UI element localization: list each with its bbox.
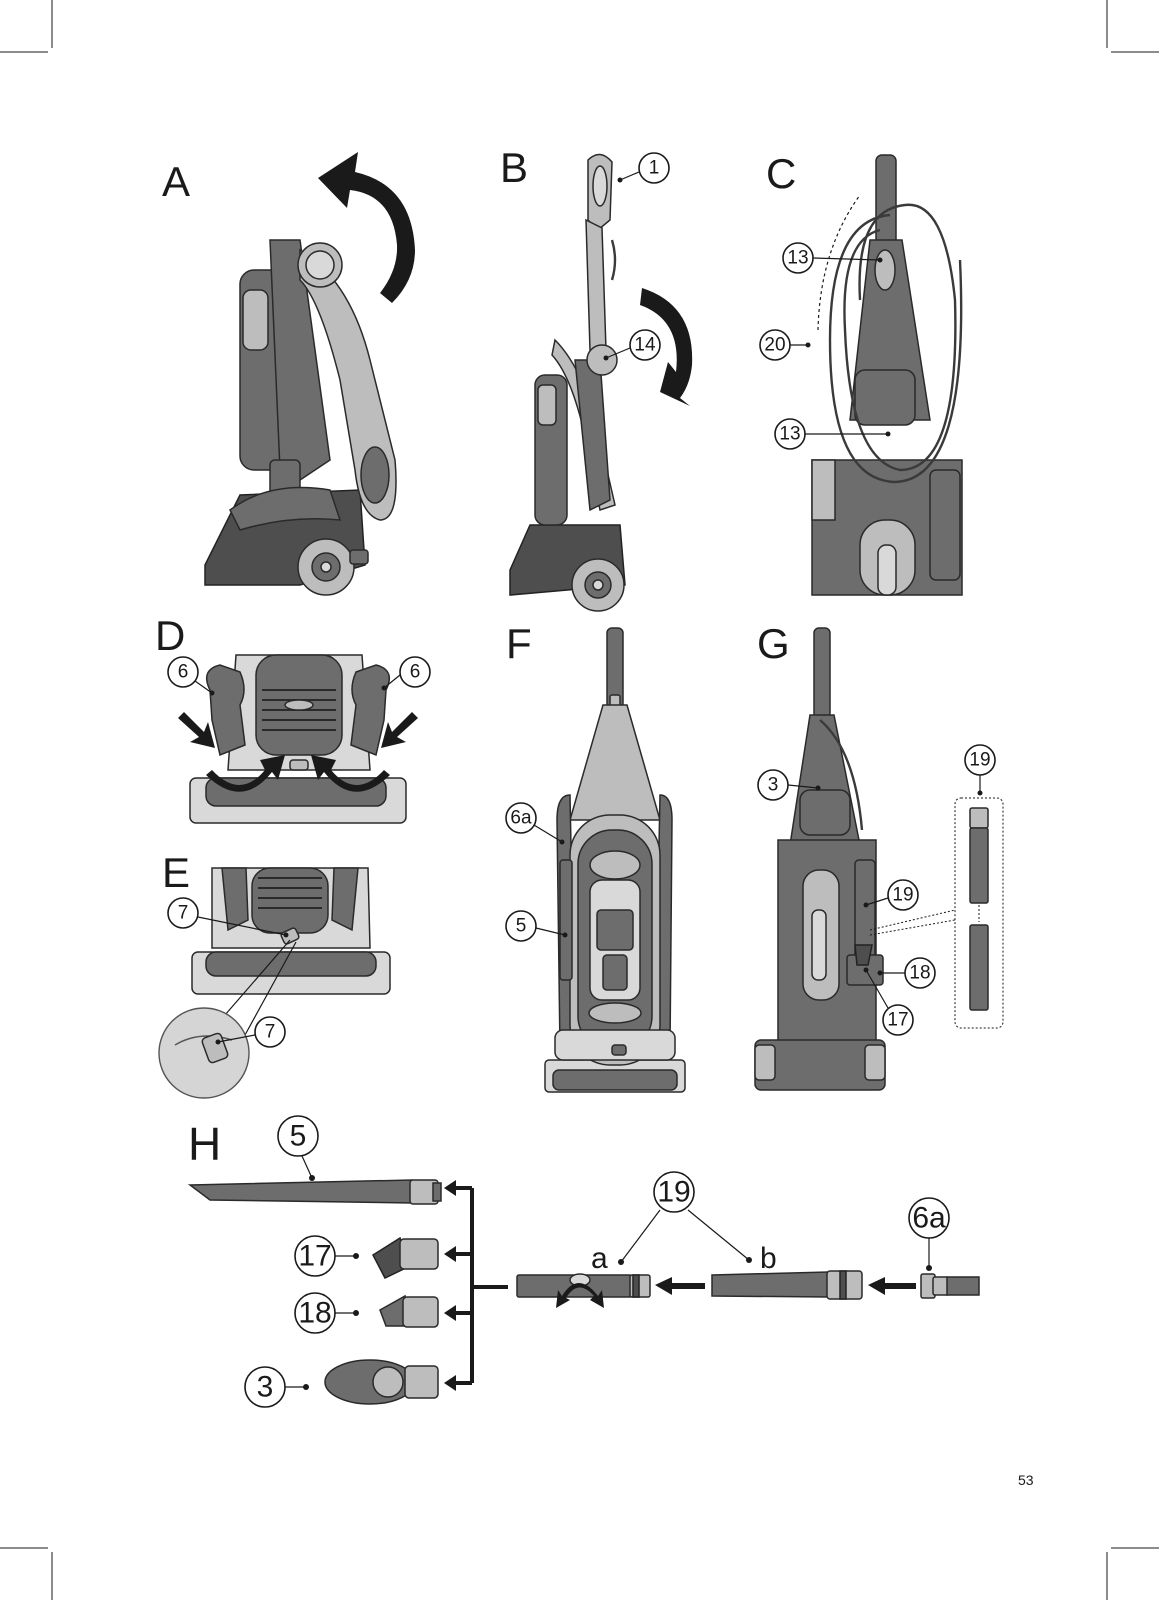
- svg-text:6: 6: [178, 662, 189, 683]
- callout-h-17: 17: [294, 1235, 359, 1277]
- rotate-arrow-a: [318, 152, 415, 303]
- turbo-brush: [324, 1359, 439, 1405]
- callout-f-6a: 6a: [505, 802, 565, 845]
- upholstery-tool: [379, 1294, 439, 1328]
- svg-text:5: 5: [516, 916, 527, 937]
- vacuum-side-view-b: [509, 153, 626, 612]
- panel-f: F 6a 5: [505, 620, 686, 1093]
- sub-label-a: a: [591, 1242, 608, 1275]
- rotate-arrows-d: [178, 712, 418, 792]
- callout-h-3: 3: [244, 1366, 309, 1408]
- connect-arrow-b-hose: [868, 1277, 916, 1295]
- panel-h-letter: H: [188, 1118, 221, 1170]
- callout-h-5: 5: [277, 1115, 319, 1181]
- callout-g-17: 17: [863, 967, 914, 1036]
- callout-h-19: 19: [618, 1171, 752, 1265]
- connect-arrow-ab: [655, 1277, 705, 1295]
- svg-text:17: 17: [298, 1240, 331, 1273]
- panel-b: B 1 14: [500, 144, 693, 612]
- rotate-arrow-b: [640, 288, 693, 406]
- crevice-tool: [187, 1179, 442, 1205]
- extension-tube-b: [711, 1270, 863, 1300]
- panel-g: G 3: [754, 620, 1004, 1091]
- tube-detail-g: [869, 797, 1004, 1029]
- page-number: 53: [1018, 1472, 1034, 1488]
- callout-e-7-top: 7: [167, 897, 289, 938]
- callout-g-19-body: 19: [863, 879, 919, 911]
- panel-e: E 7 7: [158, 849, 391, 1099]
- callout-g-19-right: 19: [964, 744, 996, 796]
- vacuum-rear-view-c: [811, 154, 963, 596]
- tool-selection-bracket: [444, 1180, 508, 1391]
- svg-text:7: 7: [265, 1022, 276, 1043]
- callout-b-14: 14: [603, 329, 661, 361]
- panel-c: C 13 20 13: [759, 150, 963, 596]
- svg-text:18: 18: [909, 963, 930, 984]
- extension-tube-a: [516, 1273, 651, 1308]
- panel-a: A: [162, 152, 415, 596]
- vacuum-rear-view-g: [754, 627, 886, 1091]
- callout-g-18: 18: [877, 957, 936, 989]
- callout-h-18: 18: [294, 1292, 359, 1334]
- callout-h-6a: 6a: [908, 1197, 950, 1271]
- svg-text:19: 19: [969, 750, 990, 771]
- svg-text:19: 19: [657, 1176, 690, 1209]
- panel-c-letter: C: [766, 150, 796, 197]
- svg-text:5: 5: [290, 1120, 307, 1153]
- svg-text:3: 3: [257, 1371, 274, 1404]
- svg-text:6a: 6a: [912, 1202, 946, 1235]
- panel-b-letter: B: [500, 144, 528, 191]
- zoom-detail-e: [158, 939, 297, 1099]
- svg-text:13: 13: [787, 248, 808, 269]
- svg-text:6: 6: [410, 662, 421, 683]
- callout-d-6-left: 6: [167, 656, 215, 696]
- svg-text:18: 18: [298, 1297, 331, 1330]
- callout-d-6-right: 6: [381, 656, 431, 691]
- panel-f-letter: F: [506, 620, 532, 667]
- callout-f-5: 5: [505, 910, 568, 942]
- panel-h: H 5 17 18: [187, 1115, 980, 1408]
- svg-text:1: 1: [649, 158, 660, 179]
- panel-d: D 6: [155, 612, 431, 824]
- svg-text:7: 7: [178, 903, 189, 924]
- hose-handle-6a: [920, 1273, 980, 1299]
- callout-b-1: 1: [617, 152, 670, 184]
- vacuum-front-view-f: [544, 627, 686, 1093]
- panel-d-letter: D: [155, 612, 185, 659]
- vacuum-side-view-a: [204, 239, 397, 596]
- panel-g-letter: G: [757, 620, 790, 667]
- svg-text:3: 3: [768, 775, 779, 796]
- panel-a-letter: A: [162, 158, 190, 205]
- svg-text:20: 20: [764, 335, 785, 356]
- callout-g-3: 3: [757, 769, 821, 801]
- callout-c-13-bottom: 13: [774, 418, 891, 450]
- callout-c-13-top: 13: [782, 242, 883, 274]
- svg-text:14: 14: [634, 335, 656, 356]
- svg-text:19: 19: [892, 885, 913, 906]
- vacuum-base-view-d: [189, 654, 407, 824]
- vacuum-base-view-e: [191, 867, 391, 995]
- sub-label-b: b: [760, 1242, 777, 1275]
- callout-e-7-bottom: 7: [215, 1016, 286, 1048]
- callout-c-20: 20: [759, 329, 811, 361]
- svg-text:13: 13: [779, 424, 800, 445]
- svg-text:6a: 6a: [510, 808, 532, 829]
- svg-text:17: 17: [887, 1010, 908, 1031]
- panel-e-letter: E: [162, 849, 190, 896]
- dusting-brush: [372, 1236, 439, 1279]
